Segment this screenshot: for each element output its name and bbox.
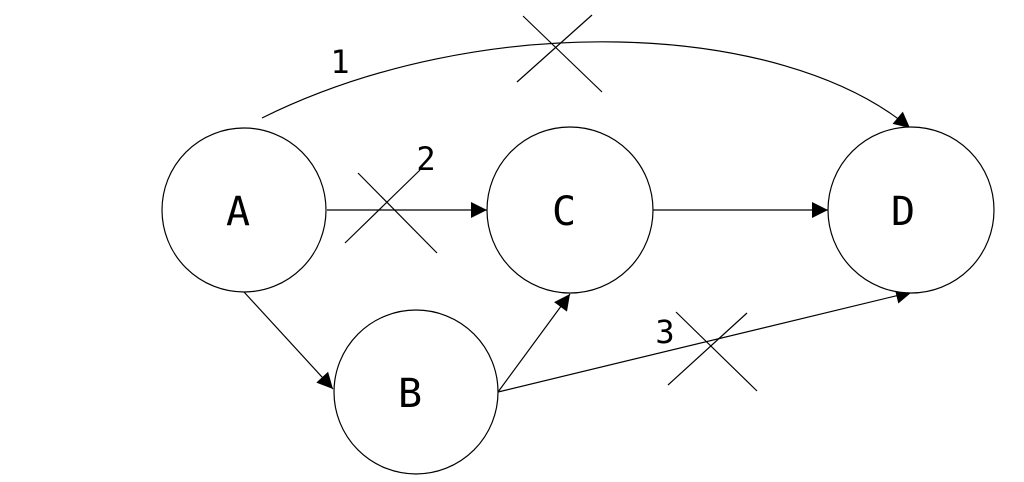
node-b: B xyxy=(333,309,499,475)
edge-a-d-label: 1 xyxy=(330,43,349,81)
node-a: A xyxy=(161,127,327,293)
node-c-circle xyxy=(486,126,654,294)
edge-b-d: 3 xyxy=(497,287,913,393)
edge-b-d-cross-1 xyxy=(667,312,748,386)
edge-a-b-line xyxy=(243,291,334,390)
edge-a-d-line xyxy=(261,41,911,129)
node-a-label: A xyxy=(226,189,250,235)
edge-b-d-line xyxy=(497,287,913,393)
edge-b-d-cross-2 xyxy=(675,311,758,392)
node-d-label: D xyxy=(891,189,915,235)
node-a-circle xyxy=(161,127,327,293)
node-b-circle xyxy=(333,309,499,475)
node-c: C xyxy=(486,126,654,294)
edge-b-c-line xyxy=(497,293,571,393)
node-d-circle xyxy=(827,126,995,294)
node-b-label: B xyxy=(398,371,422,417)
edge-a-c-label: 2 xyxy=(416,140,435,178)
edge-a-b xyxy=(243,291,334,390)
edge-a-c: 2 xyxy=(327,140,487,254)
edge-a-d-cross-1 xyxy=(516,14,593,83)
edge-b-d-label: 3 xyxy=(655,313,674,351)
edge-b-c xyxy=(497,293,571,393)
edge-a-c-cross-1 xyxy=(344,169,421,244)
edge-a-d-cross-2 xyxy=(522,15,603,93)
edge-a-d: 1 xyxy=(261,14,911,129)
node-c-label: C xyxy=(552,189,576,235)
edge-a-c-cross-2 xyxy=(357,172,438,254)
node-d: D xyxy=(827,126,995,294)
